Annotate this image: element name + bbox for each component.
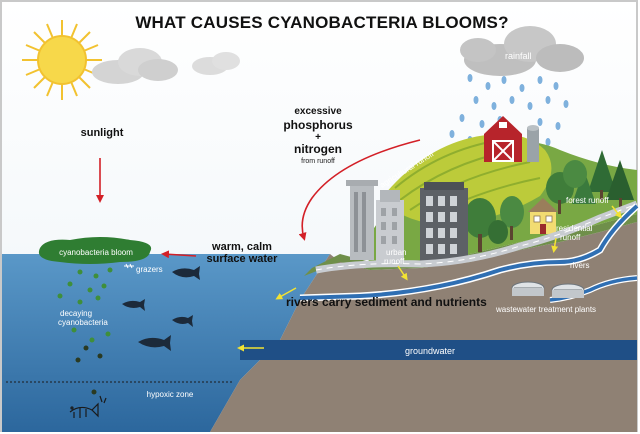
cloud-icon (92, 48, 178, 84)
grazers-label: grazers (136, 265, 163, 274)
fish-icon (122, 266, 200, 351)
residential-runoff-label-1: residential (556, 224, 593, 233)
urban-runoff-label-1: urban (386, 248, 406, 257)
nutrients-arrow (298, 139, 421, 241)
land-cross-section (210, 222, 637, 432)
page-title: WHAT CAUSES CYANOBACTERIA BLOOMS? (135, 13, 508, 32)
forest-trees (546, 150, 634, 214)
hypoxic-zone-label: hypoxic zone (147, 390, 194, 399)
cloud-icon-small (192, 52, 240, 75)
decaying-particles (75, 345, 103, 395)
forest-runoff-label: forest runoff (566, 196, 609, 205)
algae-particles (57, 267, 113, 343)
rivers-label: rivers (570, 261, 590, 270)
river-main (299, 204, 639, 300)
sun-icon (22, 20, 102, 100)
forest-runoff-arrow (611, 205, 622, 219)
raindrops (449, 74, 569, 146)
road-markings (315, 203, 638, 271)
warm-calm-label-1: warm, calm (211, 241, 272, 253)
excessive-label: excessive (294, 106, 342, 117)
barn-icon (484, 116, 539, 162)
residential-trees (464, 196, 524, 252)
wastewater-label: wastewater treatment plants (495, 305, 596, 314)
rain-cloud-icon (460, 26, 584, 76)
plus-label: + (315, 132, 321, 143)
phosphorus-label: phosphorus (283, 118, 353, 132)
dead-fish-icon (69, 395, 107, 418)
urban-runoff-label-2: runoff (384, 257, 405, 266)
decaying-label-2: cyanobacteria (58, 318, 108, 327)
surface-water-arrow (161, 250, 197, 259)
sunlight-label: sunlight (81, 127, 124, 139)
rainfall-label: rainfall (505, 51, 532, 61)
groundwater-band (240, 340, 637, 360)
residential-runoff-arrow (551, 237, 559, 253)
wastewater-plant-icon (511, 281, 585, 298)
cyanobacteria-bloom-blob (38, 237, 152, 264)
river-lower (549, 276, 638, 302)
warm-calm-label-2: surface water (207, 253, 279, 265)
house-icon (528, 198, 558, 234)
rivers-carry-label: rivers carry sediment and nutrients (286, 295, 487, 309)
city-buildings (346, 180, 468, 262)
groundwater-label: groundwater (405, 346, 455, 356)
from-runoff-label: from runoff (301, 158, 335, 165)
nitrogen-label: nitrogen (294, 142, 342, 156)
sediment-arrow (275, 287, 297, 300)
cyanobacteria-bloom-label: cyanobacteria bloom (59, 248, 133, 257)
residential-runoff-label-2: runoff (560, 233, 581, 242)
decaying-label-1: decaying (60, 309, 92, 318)
grazer-icon (124, 263, 134, 269)
urban-runoff-arrow (397, 265, 408, 281)
